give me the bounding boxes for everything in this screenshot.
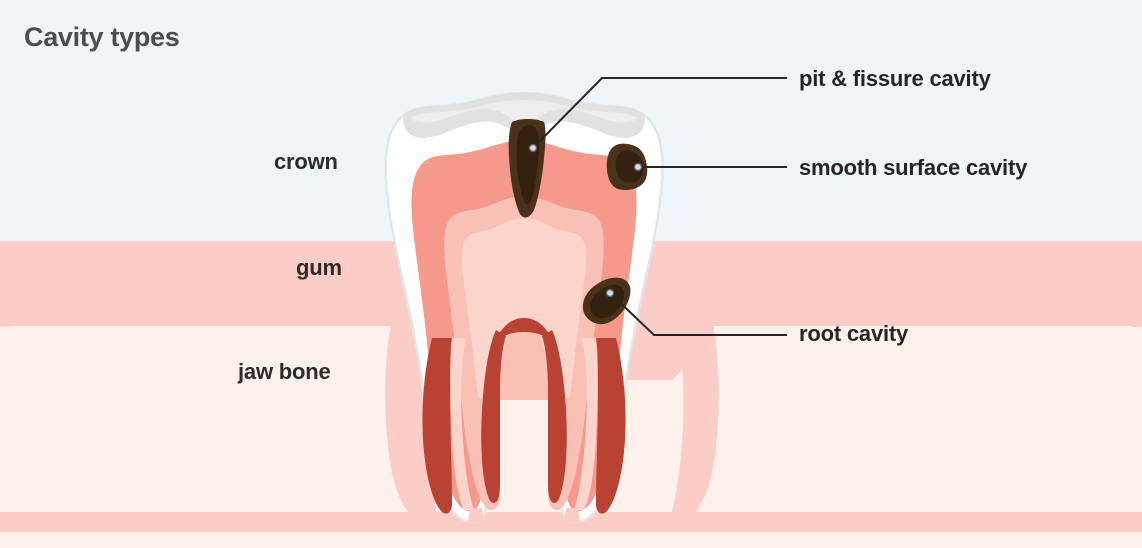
leader-line-root: [609, 292, 787, 336]
alveolar-right: [656, 300, 719, 522]
page-title: Cavity types: [24, 22, 180, 52]
periodontal-socket-left: [422, 338, 452, 514]
leader-line-pit-fissure: [532, 77, 787, 149]
jaw-bone-left-block: [0, 326, 400, 548]
anatomy-label-crown: crown: [274, 149, 338, 174]
root-cavity-core: [590, 284, 625, 319]
root-canal-left: [481, 330, 506, 504]
leader-endpoint-pit-fissure: [528, 143, 538, 153]
periodontal-socket-right: [596, 338, 626, 514]
jaw-lower-overlay: [0, 532, 1142, 548]
jaw-bone-right-block: [700, 326, 1142, 548]
callout-label-smooth-surface-cavity: smooth surface cavity: [799, 155, 1028, 180]
alveolar-left: [385, 300, 448, 522]
root-tip-right: [564, 508, 580, 522]
callout-label-root-cavity: root cavity: [799, 321, 909, 346]
leader-endpoint-root: [605, 288, 615, 298]
root-canal-arch: [496, 318, 552, 340]
ligament-gap-right: [574, 338, 598, 510]
ligament-gap-left: [450, 338, 474, 510]
leader-lines: [528, 77, 787, 336]
root-tip-left: [468, 508, 484, 522]
occlusal-surface-highlight: [410, 100, 638, 126]
callout-label-pit-fissure-cavity: pit & fissure cavity: [799, 66, 991, 91]
anatomy-label-jaw-bone: jaw bone: [238, 359, 331, 384]
root-canal-right: [542, 330, 567, 504]
smooth-surface-cavity-core: [615, 150, 644, 183]
leader-endpoint-smooth-surface: [633, 162, 643, 172]
anatomy-label-gum: gum: [296, 255, 342, 280]
